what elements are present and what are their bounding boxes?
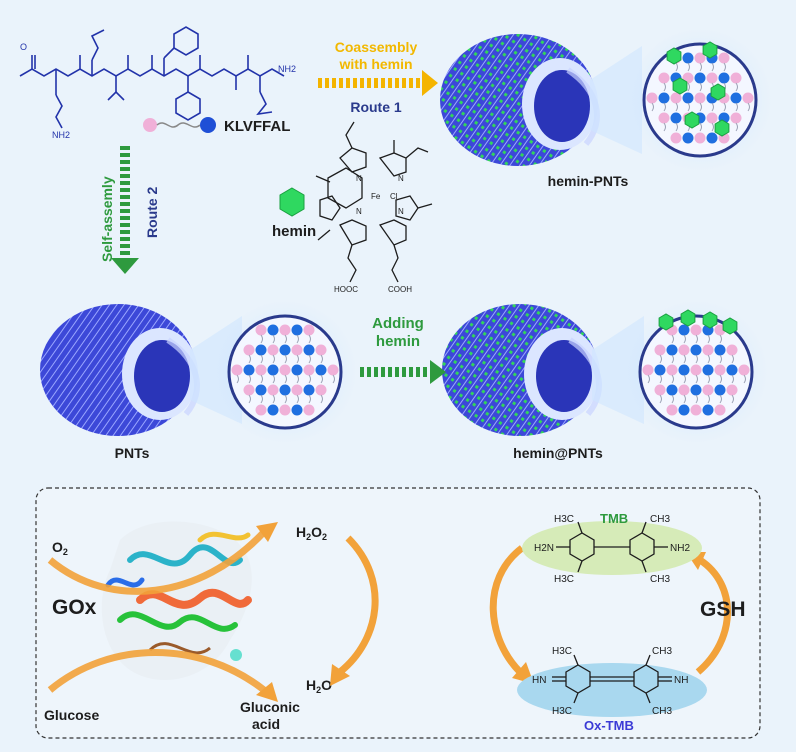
ox-tmb-label: Ox-TMB <box>584 718 634 733</box>
ox-tmb-structure <box>552 654 672 704</box>
pnts-bilayer <box>213 300 357 444</box>
ox-tmb-ch3-top: CH3 <box>652 646 672 657</box>
ox-tmb-highlight <box>517 663 707 717</box>
hemin-structure <box>315 121 433 283</box>
hemin-cooh-right: COOH <box>388 285 412 294</box>
tmb-highlight <box>522 521 702 575</box>
hemin-at-pnts-label: hemin@PNTs <box>513 445 603 461</box>
tmb-h3c-top: H3C <box>554 514 574 525</box>
o2-label: O2 <box>52 539 68 557</box>
route1-name: Route 1 <box>350 99 402 115</box>
tmb-ch3-top: CH3 <box>650 514 670 525</box>
ox-tmb-h3c-top: H3C <box>552 646 572 657</box>
hemin-label: hemin <box>272 223 316 240</box>
hemin-pnts-label: hemin-PNTs <box>548 173 629 189</box>
ox-tmb-h3c-bottom: H3C <box>552 706 572 717</box>
route2-name: Route 2 <box>144 186 160 238</box>
tmb-nh2: NH2 <box>670 543 690 554</box>
adding-label-line1: Adding <box>372 315 424 332</box>
route1-arrow <box>318 70 438 96</box>
peptide-amine: NH2 <box>52 130 70 140</box>
hemin-atom-labels: N N N N Fe Cl HOOC COOH <box>334 174 412 294</box>
hemin-cl: Cl <box>390 192 398 201</box>
route1-label-line2: with hemin <box>338 56 412 72</box>
hemin-n-4: N <box>398 207 404 216</box>
gox-label: GOx <box>52 596 97 619</box>
ox-tmb-ch3-bottom: CH3 <box>652 706 672 717</box>
ox-tmb-nh: NH <box>674 675 688 686</box>
h2o2-label: H2O2 <box>296 524 327 542</box>
self-assembly-label: Self-assemly <box>99 176 115 262</box>
gsh-label: GSH <box>700 598 746 621</box>
tmb-ch3-bottom: CH3 <box>650 574 670 585</box>
hemin-fe: Fe <box>371 192 381 201</box>
hemin-pnts-zoom-cone <box>590 46 642 154</box>
hemin-n-3: N <box>356 207 362 216</box>
peptide-o-1: O <box>20 42 27 52</box>
ox-tmb-hn: HN <box>532 675 546 686</box>
hemin-n-1: N <box>356 174 362 183</box>
nanozyme-reaction-arrows <box>330 535 534 686</box>
tmb-h3c-bottom: H3C <box>554 574 574 585</box>
route1-label-line1: Coassembly <box>335 39 418 55</box>
gox-protein <box>101 521 252 680</box>
tmb-structure <box>556 521 668 573</box>
hemin-at-pnts-tube <box>442 304 602 436</box>
pnts-tube <box>40 304 200 436</box>
adding-label-line2: hemin <box>376 333 420 350</box>
hemin-at-pnts-bilayer <box>624 300 768 444</box>
gox-reaction-arrows <box>47 522 278 702</box>
gluconic-label-line2: acid <box>252 716 280 732</box>
glucose-label: Glucose <box>44 707 99 723</box>
gluconic-label-line1: Gluconic <box>240 699 300 715</box>
hemin-n-2: N <box>398 174 404 183</box>
hemin-icon <box>279 187 305 217</box>
tmb-label: TMB <box>600 511 628 526</box>
peptide-bead-schematic <box>143 117 216 133</box>
hemin-pnts-tube <box>440 34 600 166</box>
pnts-label: PNTs <box>115 445 150 461</box>
tmb-h2n: H2N <box>534 543 554 554</box>
peptide-amide: NH2 <box>278 64 296 74</box>
peptide-structure <box>19 26 285 129</box>
hemin-pnts-bilayer <box>628 28 772 172</box>
h2o-label: H2O <box>306 677 332 695</box>
adding-hemin-arrow <box>360 360 446 384</box>
route2-arrow <box>111 146 139 274</box>
hemin-cooh-left: HOOC <box>334 285 358 294</box>
peptide-name: KLVFFAL <box>224 118 290 135</box>
peptide-atom-labels: O NH2 NH2 <box>20 42 296 140</box>
